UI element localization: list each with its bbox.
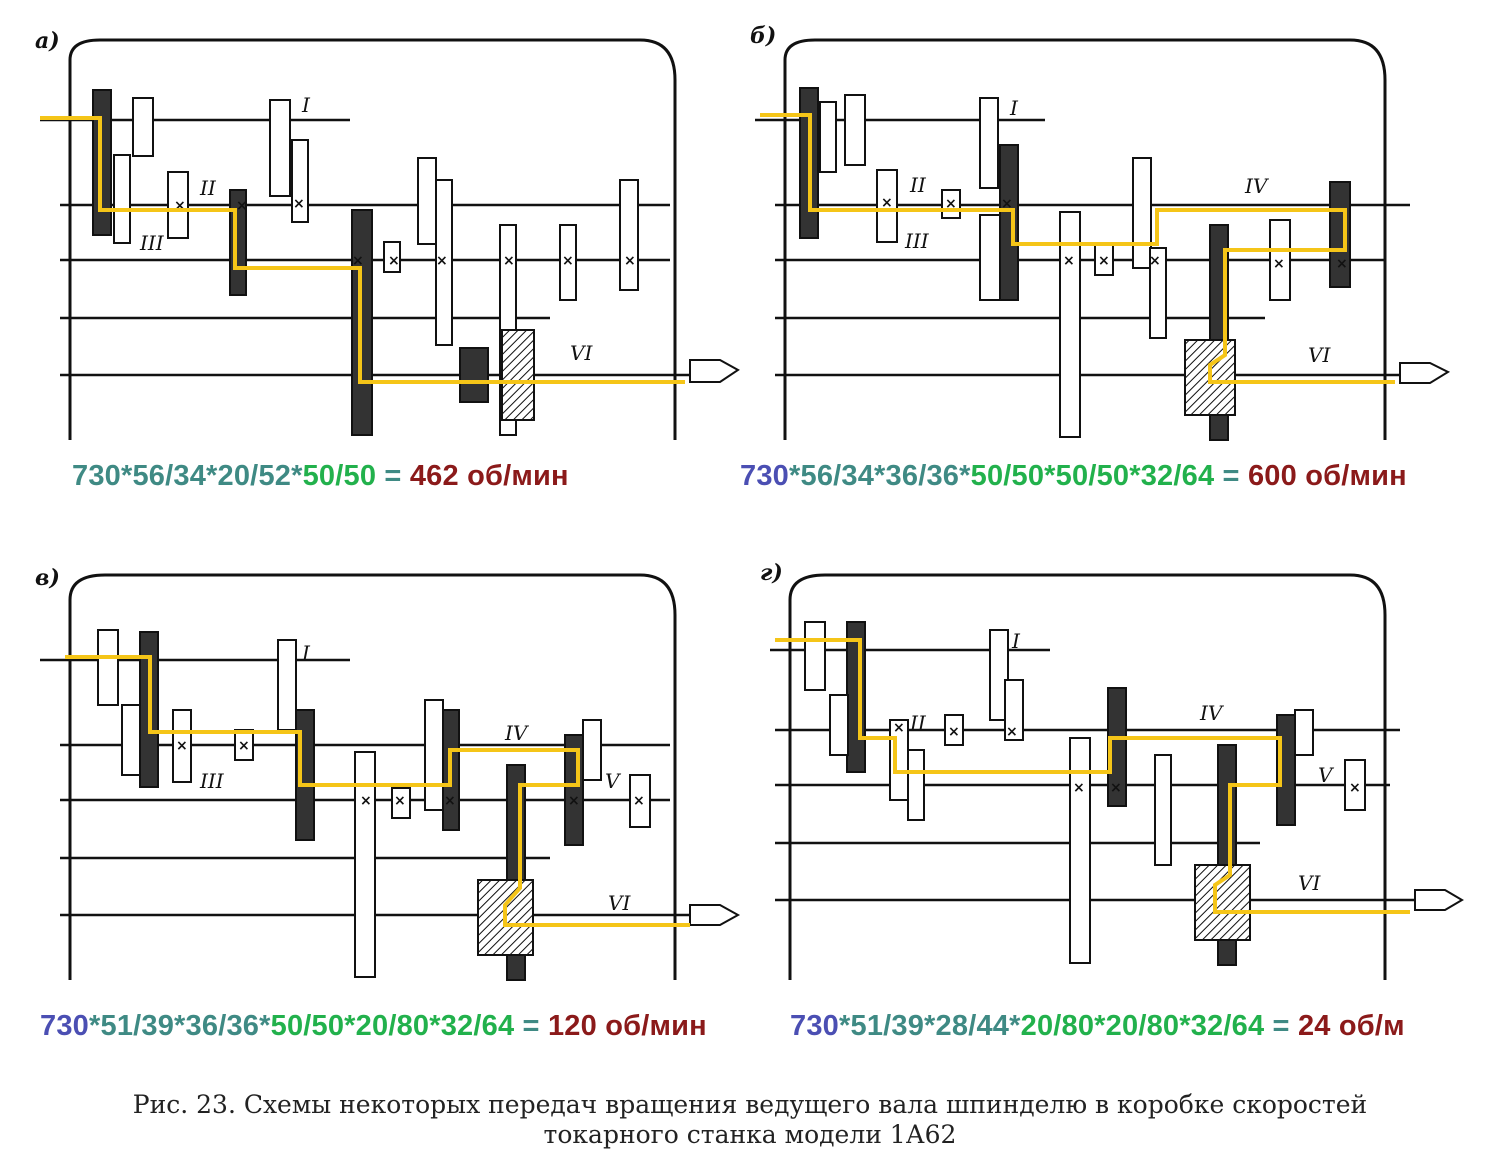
svg-text:×: × (352, 253, 364, 269)
svg-text:×: × (176, 738, 188, 754)
svg-text:×: × (293, 196, 305, 212)
svg-text:×: × (1006, 724, 1018, 740)
svg-text:×: × (1149, 253, 1161, 269)
formula-segment: = (1264, 1010, 1298, 1042)
svg-text:×: × (881, 195, 893, 211)
formula-segment: 50/50 (302, 460, 377, 492)
svg-text:×: × (633, 793, 645, 809)
formula-segment: 600 об/мин (1247, 460, 1407, 492)
svg-text:×: × (893, 720, 905, 736)
diagram-panel-c: в) × × × × × × × I III IV V VI (30, 560, 750, 990)
diagram-panel-d: г) × × × × × × I II IV V VI (750, 560, 1485, 990)
shaft-label: III (139, 231, 165, 255)
formula-segment: *51/39*28/44* (839, 1010, 1021, 1042)
caption-line-1: Рис. 23. Схемы некоторых передач вращени… (132, 1090, 1368, 1119)
gearbox-schematic: × × × × × × I II IV V VI (770, 573, 1464, 980)
svg-text:×: × (945, 196, 957, 212)
diagram-panel-b: б) × × × × × × × × I II III IV (745, 20, 1485, 450)
svg-text:×: × (174, 198, 186, 214)
formula-segment: 730 (790, 1010, 839, 1042)
svg-text:×: × (1349, 780, 1361, 796)
svg-text:×: × (444, 793, 456, 809)
svg-text:×: × (1273, 256, 1285, 272)
svg-text:×: × (1063, 253, 1075, 269)
svg-text:×: × (236, 198, 248, 214)
formula-c: 730*51/39*36/36*50/50*20/80*32/64 = 120 … (40, 1010, 707, 1043)
formula-segment: 730*56/34*20/52* (72, 460, 303, 492)
diagram-panel-a: а) × × × × × × × × × I II III (30, 20, 750, 450)
shaft-label: II (909, 711, 927, 735)
gearbox-schematic: × × × × × × × × I II III IV VI (755, 38, 1451, 441)
shaft-label: V (1318, 763, 1335, 787)
formula-segment: = (376, 460, 410, 492)
formula-segment: 730 (40, 1010, 89, 1042)
formula-segment: 120 об/мин (547, 1010, 707, 1042)
figure-caption: Рис. 23. Схемы некоторых передач вращени… (0, 1090, 1500, 1150)
formula-segment: *56/34*36/36* (789, 460, 971, 492)
svg-text:×: × (1336, 256, 1348, 272)
shaft-label: I (1009, 96, 1019, 120)
formula-segment: 50/50*50/50*32/64 (970, 460, 1215, 492)
shaft-label: II (909, 173, 927, 197)
formula-d: 730*51/39*28/44*20/80*20/80*32/64 = 24 о… (790, 1010, 1405, 1043)
svg-text:×: × (394, 793, 406, 809)
formula-segment: 50/50*20/80*32/64 (270, 1010, 515, 1042)
shaft-label: III (199, 769, 225, 793)
shaft-label: IV (1244, 174, 1270, 198)
shaft-label: I (301, 641, 311, 665)
panel-letter: б) (750, 23, 777, 49)
shaft-label: V (605, 769, 622, 793)
shaft-label: VI (1308, 343, 1331, 367)
power-path (65, 655, 690, 927)
gearbox-schematic: × × × × × × × × × I II III VI (40, 38, 740, 440)
svg-text:×: × (1073, 780, 1085, 796)
svg-text:×: × (436, 253, 448, 269)
caption-line-2: токарного станка модели 1А62 (543, 1120, 957, 1149)
svg-text:×: × (568, 793, 580, 809)
power-path (40, 116, 685, 384)
svg-text:×: × (1001, 196, 1013, 212)
shaft-label: III (904, 229, 930, 253)
formula-a: 730*56/34*20/52*50/50 = 462 об/мин (72, 460, 569, 493)
power-path (775, 638, 1410, 914)
shaft-label: VI (1298, 871, 1321, 895)
svg-text:×: × (1098, 253, 1110, 269)
formula-segment: 24 об/м (1297, 1010, 1405, 1042)
gearbox-schematic: × × × × × × × I III IV V VI (40, 573, 741, 981)
panel-letter: г) (760, 560, 783, 586)
svg-text:×: × (1110, 780, 1122, 796)
svg-text:×: × (562, 253, 574, 269)
formula-segment: = (1214, 460, 1248, 492)
svg-text:×: × (238, 738, 250, 754)
power-path (760, 113, 1395, 384)
formula-b: 730*56/34*36/36*50/50*50/50*32/64 = 600 … (740, 460, 1407, 493)
formula-segment: 462 об/мин (409, 460, 569, 492)
formula-segment: 20/80*20/80*32/64 (1020, 1010, 1265, 1042)
shaft-label: VI (570, 341, 593, 365)
formula-segment: 730 (740, 460, 789, 492)
svg-text:×: × (388, 253, 400, 269)
svg-text:×: × (503, 253, 515, 269)
shaft-label: VI (608, 891, 631, 915)
svg-text:×: × (624, 253, 636, 269)
panel-letter: а) (35, 28, 60, 54)
formula-segment: = (514, 1010, 548, 1042)
shaft-label: I (301, 93, 311, 117)
shaft-label: I (1011, 629, 1021, 653)
formula-segment: *51/39*36/36* (89, 1010, 271, 1042)
shaft-label: II (199, 176, 217, 200)
panel-letter: в) (35, 565, 60, 591)
shaft-label: IV (1199, 701, 1225, 725)
svg-text:×: × (948, 724, 960, 740)
svg-text:×: × (360, 793, 372, 809)
shaft-label: IV (504, 721, 530, 745)
